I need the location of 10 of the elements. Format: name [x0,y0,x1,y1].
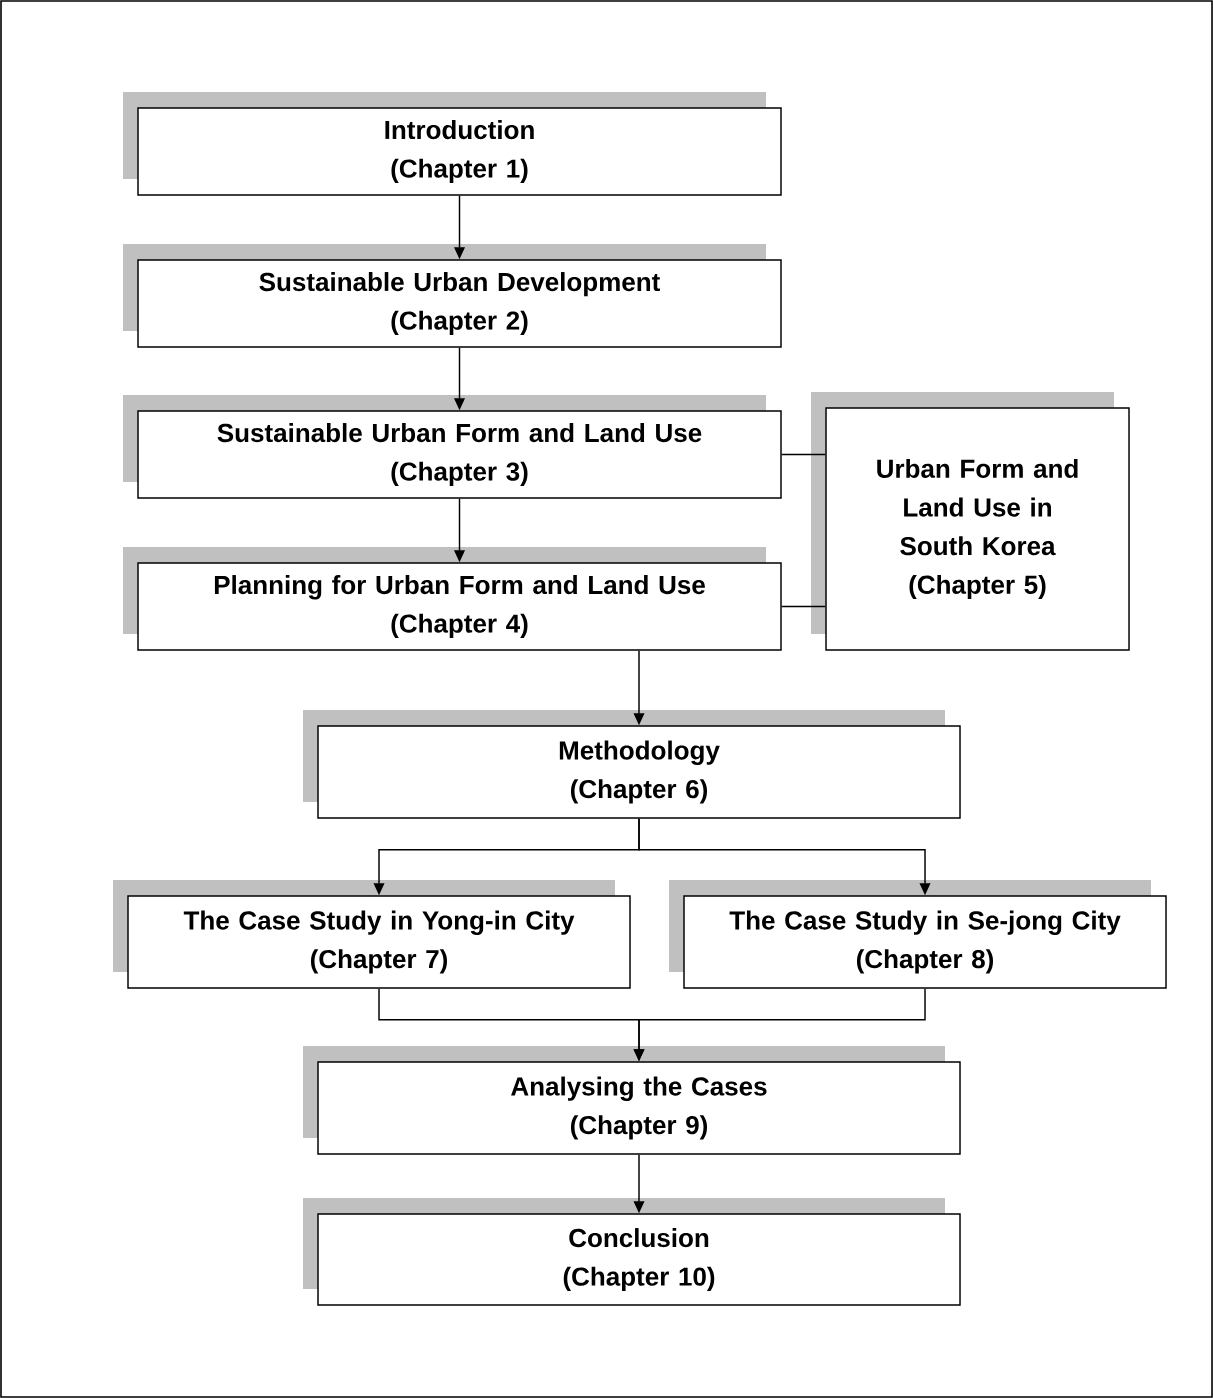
chapter-box: The Case Study in Yong-in City (Chapter 7) [127,895,631,989]
chapter-box: Conclusion (Chapter 10) [317,1213,961,1306]
chapter-box: Methodology (Chapter 6) [317,725,961,819]
chapter-box: Urban Form and Land Use in South Korea (Chapter 5) [825,407,1130,651]
chapter-box: Sustainable Urban Development (Chapter 2) [137,259,782,348]
chapter-box: Analysing the Cases (Chapter 9) [317,1061,961,1155]
chapter-box: Introduction (Chapter 1) [137,107,782,196]
chapter-box: Planning for Urban Form and Land Use (Chapter 4) [137,562,782,651]
chapter-box: The Case Study in Se-jong City (Chapter 8) [683,895,1167,989]
chapter-box: Sustainable Urban Form and Land Use (Chapter 3) [137,410,782,499]
